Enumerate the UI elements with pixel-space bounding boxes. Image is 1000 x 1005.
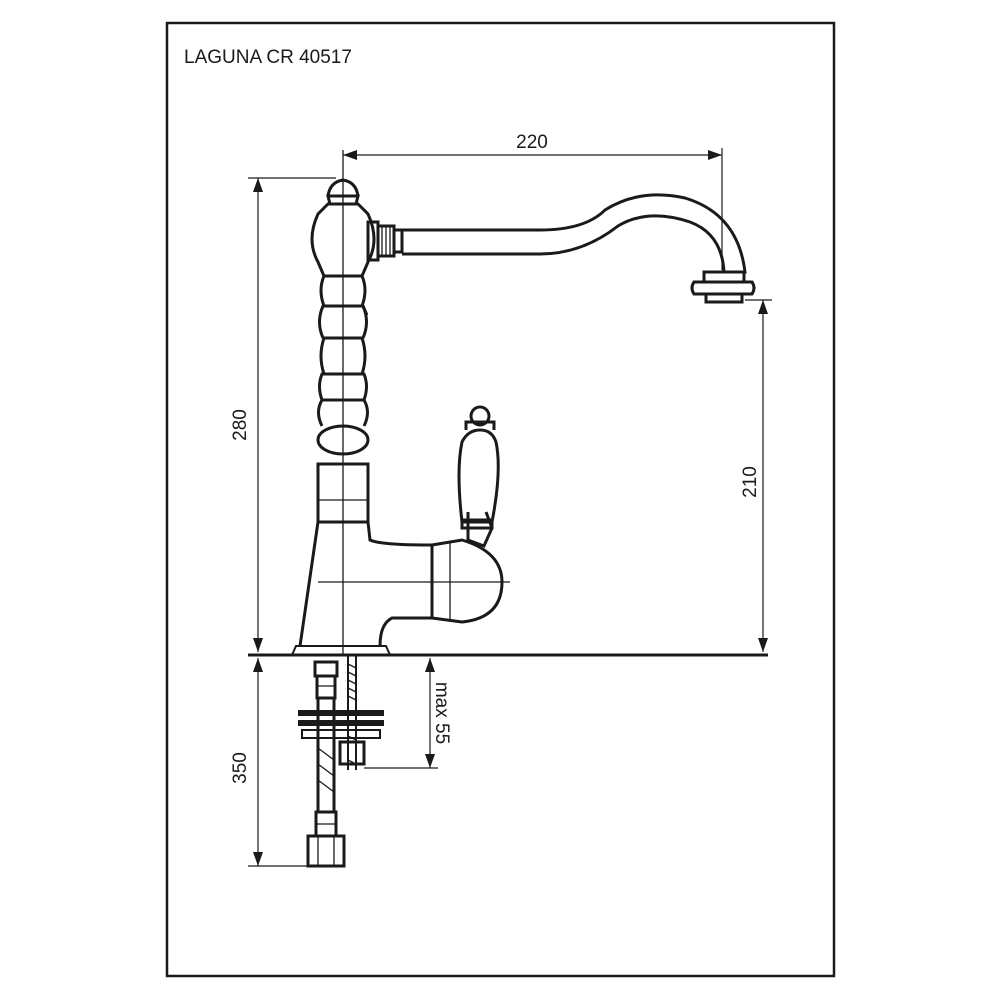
aerator: [690, 270, 756, 304]
drawing-title: LAGUNA CR 40517: [184, 47, 352, 68]
handle-hub: [431, 538, 504, 624]
mixer-body: [298, 520, 434, 647]
base-plate: [291, 645, 391, 656]
dimension-label-spout-height: 210: [740, 466, 761, 498]
dimension-label-below-deck: 350: [230, 752, 251, 784]
dimension-spout-height: 210: [740, 299, 772, 652]
faucet-drawing: [248, 150, 768, 868]
spout: [402, 193, 747, 274]
dimension-below-deck: 350: [230, 658, 310, 867]
under-deck-assembly: [298, 655, 384, 868]
dimension-label-height: 280: [230, 409, 251, 441]
dimension-label-deck-thickness: max 55: [431, 682, 452, 744]
dimension-label-reach: 220: [516, 132, 548, 153]
dimension-spout-reach: 220: [343, 132, 723, 270]
dimension-deck-thickness: max 55: [364, 658, 452, 769]
dimension-total-height: 280: [230, 177, 336, 652]
lever-handle: [457, 405, 500, 548]
drawing-frame: [165, 21, 836, 978]
spout-connector: [366, 220, 404, 262]
